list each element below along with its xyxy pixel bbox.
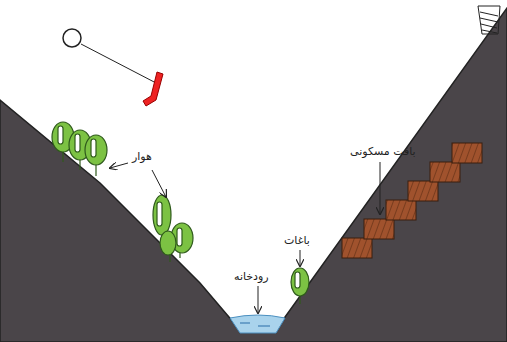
ground xyxy=(0,8,507,342)
river xyxy=(230,315,285,333)
river-label: رودخانه xyxy=(234,270,269,283)
river-ripple xyxy=(240,323,270,326)
corner-icon xyxy=(478,6,500,34)
sun-ray xyxy=(81,44,158,84)
tree-group xyxy=(52,122,107,176)
wind-symbol xyxy=(143,72,163,106)
residential-label: بافت مسکونی xyxy=(350,145,416,158)
garden-label: باغات xyxy=(284,234,310,247)
sun xyxy=(63,29,81,47)
leader-arrow xyxy=(110,162,380,313)
slope-label: هوار xyxy=(132,150,152,163)
residential-blocks xyxy=(342,143,482,258)
garden-tree xyxy=(291,268,309,304)
tree-group xyxy=(153,195,193,262)
